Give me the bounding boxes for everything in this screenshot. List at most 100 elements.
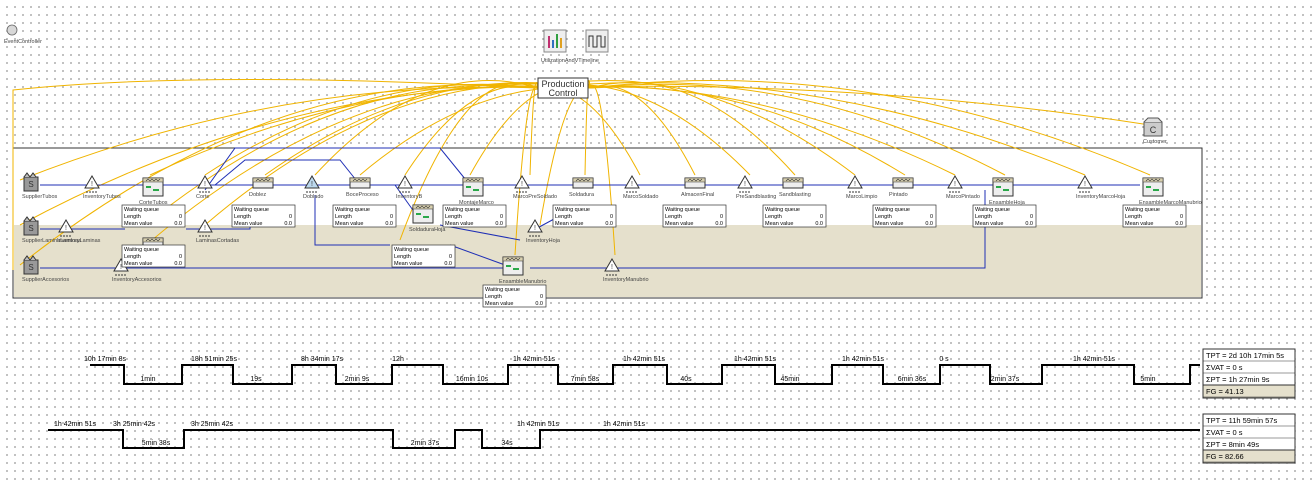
- production-control-line2: Control: [548, 88, 577, 98]
- station-5[interactable]: AlmacenFinal: [681, 177, 714, 198]
- station-8[interactable]: EnsambleHoja: [989, 177, 1026, 206]
- inventory-13[interactable]: !InventoryAccesorios: [112, 258, 162, 283]
- summary-tpt: TPT = 2d 10h 17min 5s: [1206, 351, 1284, 360]
- bottom-time-label: 5min: [1140, 376, 1155, 383]
- queue-bar: [416, 213, 421, 215]
- inventory-14[interactable]: !InventoryManubrio: [603, 258, 649, 283]
- station-1[interactable]: Doblez: [249, 177, 274, 198]
- summary-spt: ΣPT = 1h 27min 9s: [1206, 375, 1270, 384]
- queue-title: Waiting queue: [394, 247, 429, 253]
- top-time-label: 0 s: [939, 356, 949, 363]
- station-12[interactable]: EnsambleManubrio: [499, 256, 546, 285]
- inventory-2[interactable]: !Doblado: [303, 175, 324, 200]
- top-time-label: 12h: [392, 356, 404, 363]
- queue-title: Waiting queue: [335, 207, 370, 213]
- inventory-0[interactable]: !InventoryTubos: [83, 175, 121, 200]
- station-label: Soldadura: [569, 192, 595, 198]
- inventory-6[interactable]: !PreSandblasting: [736, 175, 776, 200]
- queue-length-value: 0: [720, 214, 723, 220]
- queue-bar: [423, 216, 429, 218]
- inventory-label: Doblado: [303, 194, 324, 200]
- event-controller[interactable]: EventController: [4, 24, 42, 45]
- utilization-icon[interactable]: [543, 29, 567, 53]
- queue-mean-value: 0.0: [925, 221, 933, 227]
- station-11[interactable]: SoldaduraHoja: [409, 204, 446, 233]
- queue-bar: [473, 189, 479, 191]
- supplier-glyph: S: [28, 224, 33, 233]
- inventory-3[interactable]: !InventoryB: [396, 175, 423, 200]
- suppliers: SSupplierTubosSSupplierLaminaLaminasSSup…: [22, 172, 81, 283]
- inventory-1[interactable]: !Corte: [196, 175, 213, 200]
- summary-fg: FG = 82.66: [1206, 452, 1244, 461]
- queue-bar: [466, 186, 471, 188]
- top-time-label: 1h 42min 51s: [603, 421, 646, 428]
- queue-length-value: 0: [820, 214, 823, 220]
- svg-text:!: !: [204, 181, 206, 188]
- queue-length-value: 0: [449, 254, 452, 260]
- inventory-label: InventoryHoja: [526, 238, 561, 244]
- station-4[interactable]: Soldadura: [569, 177, 595, 198]
- inventory-12[interactable]: !InventoryHoja: [526, 219, 561, 244]
- inventory-10[interactable]: !InventoryLaminas: [57, 219, 101, 244]
- customer[interactable]: C Customer: [1143, 117, 1167, 145]
- svg-text:!: !: [404, 181, 406, 188]
- station-label: Sandblasting: [779, 192, 811, 198]
- inventory-11[interactable]: !LaminasCortadas: [196, 219, 239, 244]
- queue-mean-label: Mean value: [875, 221, 903, 227]
- customer-label: Customer: [1143, 139, 1167, 145]
- svg-text:!: !: [65, 225, 67, 232]
- top-time-label: 1h 42min 51s: [842, 356, 885, 363]
- station-3[interactable]: MontajeMarco: [459, 177, 494, 206]
- station-2[interactable]: BoceProceso: [346, 177, 379, 198]
- top-time-label: 3h 25min 42s: [113, 421, 156, 428]
- inventory-label: InventoryManubrio: [603, 277, 649, 283]
- queue-length-label: Length: [124, 254, 141, 260]
- inventory-label: InventoryTubos: [83, 194, 121, 200]
- queue-length-value: 0: [179, 214, 182, 220]
- station-label: SoldaduraHoja: [409, 227, 446, 233]
- svg-text:!: !: [954, 181, 956, 188]
- inventory-label: MarcoLimpio: [846, 194, 877, 200]
- queue-bar: [513, 268, 519, 270]
- station-0[interactable]: CorteTubos: [139, 177, 168, 206]
- warning-icon: [847, 175, 863, 189]
- top-time-label: 1h 42min 51s: [54, 421, 97, 428]
- station-9[interactable]: EnsambleMarcoManubrio: [1139, 177, 1202, 206]
- queue-mean-label: Mean value: [665, 221, 693, 227]
- timeline-line: [90, 364, 1200, 385]
- queue-title: Waiting queue: [555, 207, 590, 213]
- inventory-7[interactable]: !MarcoLimpio: [846, 175, 877, 200]
- supplier-label: SupplierTubos: [22, 194, 58, 200]
- queue-length-value: 0: [500, 214, 503, 220]
- production-control[interactable]: Production Control: [537, 77, 589, 99]
- queue-bar: [1153, 189, 1159, 191]
- inventory-8[interactable]: !MarcoPintado: [946, 175, 980, 200]
- inventory-label: MarcoSoldado: [623, 194, 658, 200]
- queue-mean-label: Mean value: [234, 221, 262, 227]
- inventory-4[interactable]: !MarcoPreSoldado: [513, 175, 557, 200]
- queue-mean-value: 0.0: [174, 221, 182, 227]
- queue-bar: [996, 186, 1001, 188]
- station-label: CorteTubos: [139, 200, 168, 206]
- queue-title: Waiting queue: [875, 207, 910, 213]
- bottom-time-label: 34s: [501, 440, 513, 447]
- queue-mean-label: Mean value: [394, 261, 422, 267]
- queue-length-label: Length: [665, 214, 682, 220]
- station-7[interactable]: Pintado: [889, 177, 914, 198]
- inventory-9[interactable]: !InventoryMarcoHoja: [1076, 175, 1126, 200]
- inventory-5[interactable]: !MarcoSoldado: [623, 175, 658, 200]
- station-label: EnsambleHoja: [989, 200, 1026, 206]
- bottom-time-label: 1min: [140, 376, 155, 383]
- utilization-widget[interactable]: UtilizationAndVTimeline: [541, 29, 609, 64]
- queue-mean-value: 0.0: [385, 221, 393, 227]
- bottom-time-label: 7min 58s: [571, 376, 600, 383]
- station-6[interactable]: Sandblasting: [779, 177, 811, 198]
